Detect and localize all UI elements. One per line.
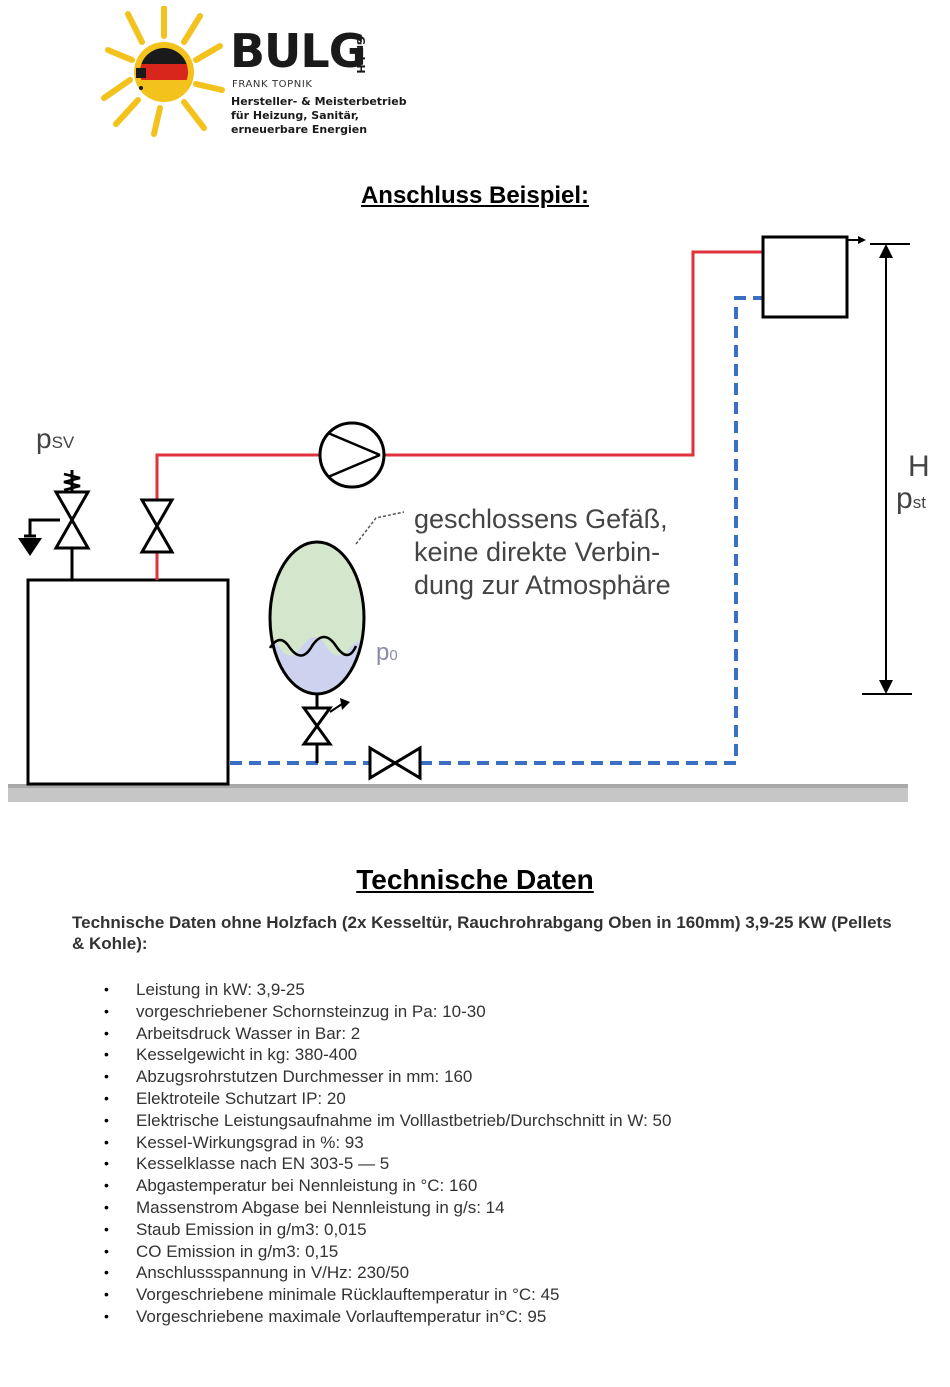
return-line (230, 296, 763, 765)
vessel-valve-arrow (340, 698, 350, 710)
tech-section-title: Technische Daten (356, 864, 594, 895)
spec-item: Arbeitsdruck Wasser in Bar: 2 (104, 1023, 671, 1045)
expansion-tank (761, 235, 849, 319)
annotation-line: keine direkte Verbin- (414, 537, 660, 567)
company-logo: BULG GmbH FRANK TOPNIK Hersteller- & Mei… (96, 6, 436, 138)
logo-company-name: BULG (230, 24, 366, 78)
spec-item: Anschlussspannung in V/Hz: 230/50 (104, 1262, 671, 1284)
supply-line (155, 250, 763, 580)
logo-owner: FRANK TOPNIK (232, 79, 313, 90)
static-pressure-label: pst (896, 482, 926, 515)
sun-icon (101, 6, 225, 137)
height-dimension (862, 243, 912, 695)
spec-item: Kesselgewicht in kg: 380-400 (104, 1044, 671, 1066)
tech-intro: Technische Daten ohne Holzfach (2x Kesse… (72, 913, 892, 953)
spec-item: Abzugsrohrstutzen Durchmesser in mm: 160 (104, 1066, 671, 1088)
spec-list: Leistung in kW: 3,9-25 vorgeschriebener … (104, 979, 671, 1328)
spec-item: Massenstrom Abgase bei Nennleistung in g… (104, 1197, 671, 1219)
shutoff-valve-return (368, 745, 422, 781)
floor (8, 784, 908, 802)
annotation-line: geschlossens Gefäß, (414, 504, 668, 534)
logo-tagline-line: Hersteller- & Meisterbetrieb (231, 95, 407, 108)
shutoff-valve-supply (139, 498, 175, 554)
height-label: H (908, 450, 930, 483)
spec-item: Elektroteile Schutzart IP: 20 (104, 1088, 671, 1110)
spec-item: Staub Emission in g/m3: 0,015 (104, 1219, 671, 1241)
connection-diagram: pSV p0 H pst geschlossens Gefäß, keine d… (8, 235, 930, 802)
spec-item: vorgeschriebener Schornsteinzug in Pa: 1… (104, 1001, 671, 1023)
spec-item: CO Emission in g/m3: 0,15 (104, 1241, 671, 1263)
logo-legal-form: GmbH (354, 36, 367, 74)
safety-valve (24, 470, 91, 580)
spec-item: Vorgeschriebene minimale Rücklauftempera… (104, 1284, 671, 1306)
annotation-leader (355, 511, 405, 545)
spec-item: Leistung in kW: 3,9-25 (104, 979, 671, 1001)
boiler (26, 578, 230, 786)
safety-valve-pressure-label: pSV (36, 423, 75, 454)
spec-item: Kessel-Wirkungsgrad in %: 93 (104, 1132, 671, 1154)
spec-item: Elektrische Leistungsaufnahme im Volllas… (104, 1110, 671, 1132)
spec-item: Abgastemperatur bei Nennleistung in °C: … (104, 1175, 671, 1197)
logo-tagline-line: erneuerbare Energien (231, 123, 368, 136)
spec-item: Vorgeschriebene maximale Vorlauftemperat… (104, 1306, 671, 1328)
logo-tagline-line: für Heizung, Sanitär, (231, 109, 359, 122)
spec-item: Kesselklasse nach EN 303-5 — 5 (104, 1153, 671, 1175)
annotation-line: dung zur Atmosphäre (414, 570, 671, 600)
diagram-section-title: Anschluss Beispiel: (360, 182, 590, 209)
vessel-pressure-label: p0 (376, 639, 398, 666)
membrane-vessel (268, 540, 366, 696)
circulation-pump (318, 421, 386, 489)
